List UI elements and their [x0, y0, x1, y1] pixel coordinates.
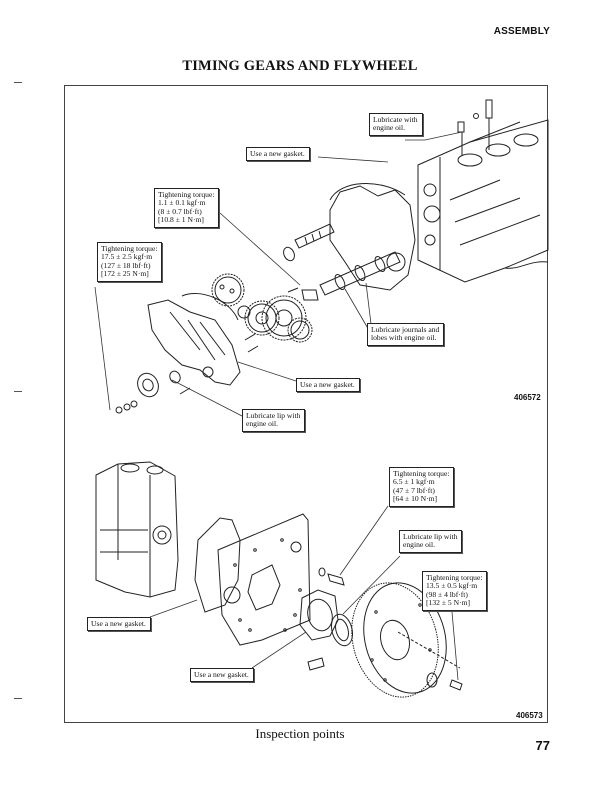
gear-case-drawing: [147, 292, 259, 386]
callout-text: (127 ± 18 lbf·ft): [101, 260, 151, 270]
callout-text: Lubricate with: [373, 115, 418, 124]
callout-text: Use a new gasket.: [250, 149, 305, 158]
callout-gasket-gear-case: Use a new gasket.: [296, 378, 360, 393]
callout-text: Lubricate journals and: [371, 325, 440, 334]
callout-text: Lubricate lip with: [403, 532, 458, 541]
illustration-frame: [64, 85, 548, 723]
callout-text: Tightening torque:: [158, 190, 215, 199]
callout-torque-crank-pulley: Tightening torque: 17.5 ± 2.5 kgf·m (127…: [97, 242, 163, 282]
figure-id: 406572: [514, 393, 541, 402]
callout-text: [132 ± 5 N·m]: [426, 598, 471, 608]
callout-text: Lubricate lip with: [246, 411, 301, 420]
callout-text: [10.8 ± 1 N·m]: [158, 215, 204, 225]
callout-text: engine oil.: [246, 419, 279, 429]
callout-lubricate-tappets: Lubricate with engine oil.: [369, 113, 423, 136]
crank-pulley-drawing: [115, 370, 191, 414]
callout-text: 1.1 ± 0.1 kgf·m: [158, 198, 206, 208]
callout-text: lobes with engine oil.: [371, 333, 437, 343]
rear-gasket-drawing: [194, 517, 241, 613]
rear-plate-bolt-drawing: [318, 567, 345, 586]
callout-torque-camshaft-bolt: Tightening torque: 1.1 ± 0.1 kgf·m (8 ± …: [154, 188, 220, 228]
figure-caption: Inspection points: [255, 726, 345, 741]
callout-text: 13.5 ± 0.5 kgf·m: [426, 581, 478, 591]
callout-text: (47 ± 7 lbf·ft): [393, 485, 435, 495]
callout-lubricate-journals: Lubricate journals and lobes with engine…: [367, 323, 445, 346]
camshaft-drawing: [283, 223, 401, 301]
callout-text: [172 ± 25 N·m]: [101, 269, 149, 279]
callout-text: Use a new gasket.: [194, 670, 249, 679]
callout-text: 17.5 ± 2.5 kgf·m: [101, 252, 153, 262]
callout-text: Use a new gasket.: [91, 619, 146, 628]
callout-text: 6.5 ± 1 kgf·m: [393, 477, 435, 487]
oil-seal-case-drawing: [299, 589, 339, 671]
figure-id: 406573: [516, 711, 543, 720]
callout-text: engine oil.: [403, 540, 436, 550]
timing-gears-drawing: [211, 273, 313, 343]
margin-mark: [14, 82, 22, 83]
callout-text: Tightening torque:: [393, 469, 450, 478]
callout-lubricate-rear-seal: Lubricate lip with engine oil.: [399, 530, 463, 553]
callout-text: Tightening torque:: [101, 244, 158, 253]
cylinder-block-rear-drawing: [95, 461, 179, 598]
callout-torque-rear-plate: Tightening torque: 6.5 ± 1 kgf·m (47 ± 7…: [389, 467, 455, 507]
page-title: TIMING GEARS AND FLYWHEEL: [182, 58, 418, 74]
callout-gasket-front-plate: Use a new gasket.: [246, 147, 310, 162]
page-number: 77: [535, 738, 550, 753]
callout-torque-flywheel: Tightening torque: 13.5 ± 0.5 kgf·m (98 …: [422, 571, 488, 611]
cylinder-block-front-drawing: [417, 99, 549, 283]
callout-lubricate-front-seal: Lubricate lip with engine oil.: [242, 409, 306, 432]
margin-mark: [14, 391, 22, 392]
rear-plate-drawing: [217, 513, 311, 646]
callout-text: engine oil.: [373, 123, 406, 133]
leader-lines-lower: [149, 505, 459, 681]
callout-text: [64 ± 10 N·m]: [393, 494, 438, 504]
callout-text: (98 ± 4 lbf·ft): [426, 589, 468, 599]
margin-mark: [14, 698, 22, 699]
callout-gasket-rear-plate: Use a new gasket.: [87, 617, 151, 632]
callout-gasket-seal-case: Use a new gasket.: [190, 668, 254, 683]
flywheel-drawing: [351, 582, 463, 698]
section-label: ASSEMBLY: [493, 26, 550, 37]
callout-text: Tightening torque:: [426, 573, 483, 582]
callout-text: (8 ± 0.7 lbf·ft): [158, 206, 202, 216]
callout-text: Use a new gasket.: [300, 380, 355, 389]
